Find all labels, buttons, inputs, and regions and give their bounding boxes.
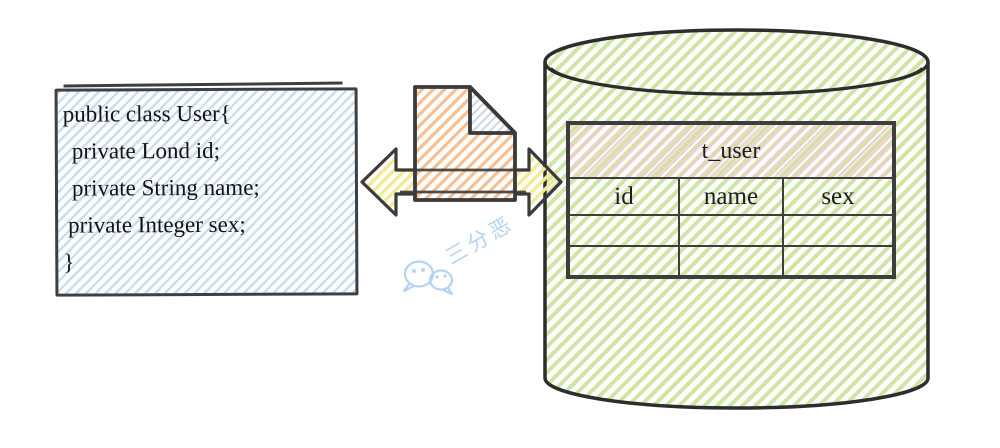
table-cell-empty bbox=[569, 215, 679, 246]
table-cell-empty bbox=[569, 246, 679, 276]
table-cell-empty bbox=[679, 215, 783, 246]
wechat-icon bbox=[402, 260, 454, 296]
table-title: t_user bbox=[569, 124, 893, 178]
table-cell-empty bbox=[679, 246, 783, 276]
table-cell-empty bbox=[783, 246, 893, 276]
table-column-sex: sex bbox=[783, 178, 893, 215]
code-line: private Integer sex; bbox=[68, 211, 246, 238]
table-cell-empty bbox=[783, 215, 893, 246]
table-column-id: id bbox=[569, 178, 679, 215]
document-icon bbox=[400, 85, 526, 202]
class-code-box: public class User{ private Lond id; priv… bbox=[54, 87, 359, 297]
code-line: public class User{ bbox=[62, 100, 231, 127]
code-line: private String name; bbox=[71, 174, 260, 201]
code-line: private Lond id; bbox=[71, 137, 221, 164]
code-line: } bbox=[63, 249, 75, 275]
db-table: t_user id name sex bbox=[566, 121, 896, 279]
table-column-name: name bbox=[679, 178, 783, 215]
